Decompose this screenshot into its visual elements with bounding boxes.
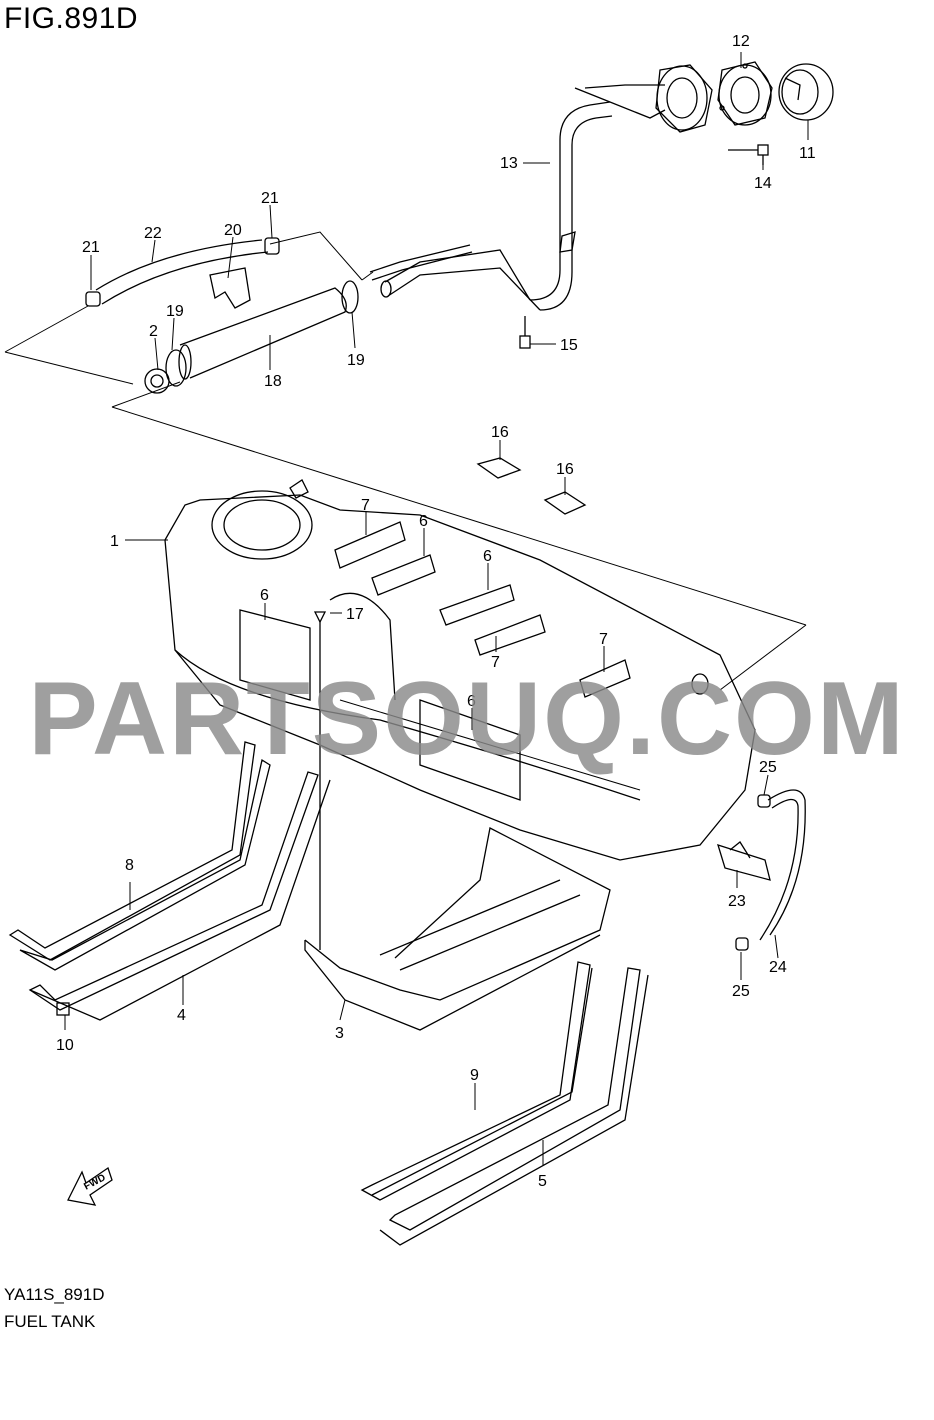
callout-9: 9	[470, 1067, 479, 1084]
callout-6b: 6	[419, 513, 428, 530]
callout-17: 17	[346, 606, 364, 623]
callout-10: 10	[56, 1037, 74, 1054]
pad-16	[476, 457, 587, 515]
fwd-label: FWD	[82, 1172, 107, 1192]
bolt-15	[519, 316, 531, 349]
callout-16b: 16	[556, 461, 574, 478]
band-8	[8, 741, 271, 971]
band-5	[379, 967, 649, 1246]
callout-6a: 6	[260, 587, 269, 604]
evap-hose-24	[759, 789, 806, 941]
watermark: PARTSOUQ.COM	[28, 661, 906, 777]
callout-14: 14	[754, 175, 772, 192]
callout-19a: 19	[166, 303, 184, 320]
bolt-10	[56, 1002, 70, 1016]
callout-6c: 6	[483, 548, 492, 565]
callout-15: 15	[560, 337, 578, 354]
callout-23: 23	[728, 893, 746, 910]
callout-4: 4	[177, 1007, 186, 1024]
grommet-2	[144, 368, 170, 394]
fwd-arrow	[67, 1166, 113, 1206]
callout-2: 2	[149, 323, 158, 340]
callout-labels: 1 2 3 4 5 6 6 6 6 7 7 7 8 9 10 11 12 13 …	[56, 33, 816, 1190]
callout-6d: 6	[467, 693, 476, 710]
callout-25b: 25	[732, 983, 750, 1000]
callout-16a: 16	[491, 424, 509, 441]
screw-14	[728, 144, 769, 165]
callout-3: 3	[335, 1025, 344, 1042]
protector-3	[304, 827, 611, 1031]
callout-21a: 21	[82, 239, 100, 256]
callout-5: 5	[538, 1173, 547, 1190]
callout-20: 20	[224, 222, 242, 239]
callout-25a: 25	[759, 759, 777, 776]
band-4	[28, 771, 331, 1021]
callout-7b: 7	[491, 654, 500, 671]
callout-8: 8	[125, 857, 134, 874]
fuel-tank-1	[164, 479, 756, 861]
holder-20	[209, 267, 251, 309]
callout-13: 13	[500, 155, 518, 172]
clamp-19	[165, 280, 359, 387]
callout-19b: 19	[347, 352, 365, 369]
band-9	[360, 961, 593, 1201]
figure-code: YA11S_891D	[4, 1285, 105, 1304]
callout-21b: 21	[261, 190, 279, 207]
figure-name: FUEL TANK	[4, 1312, 96, 1331]
bolt-17	[313, 611, 327, 950]
callout-7a: 7	[361, 497, 370, 514]
leader-lines	[64, 52, 809, 1165]
bracket-23	[717, 841, 771, 881]
guide-lines	[4, 231, 807, 791]
filler-neck-13	[369, 84, 666, 311]
callout-22: 22	[144, 225, 162, 242]
callout-24: 24	[769, 959, 787, 976]
filler-flange	[655, 64, 713, 133]
callout-12: 12	[732, 33, 750, 50]
filler-hose-18	[178, 287, 347, 380]
breather-hose-22	[95, 239, 269, 305]
fuel-cap-11	[778, 63, 834, 121]
gasket-12	[717, 61, 773, 126]
callout-18: 18	[264, 373, 282, 390]
callout-7c: 7	[599, 631, 608, 648]
fig-title: FIG.891D	[4, 2, 139, 35]
callout-1: 1	[110, 533, 119, 550]
callout-11: 11	[799, 145, 816, 162]
